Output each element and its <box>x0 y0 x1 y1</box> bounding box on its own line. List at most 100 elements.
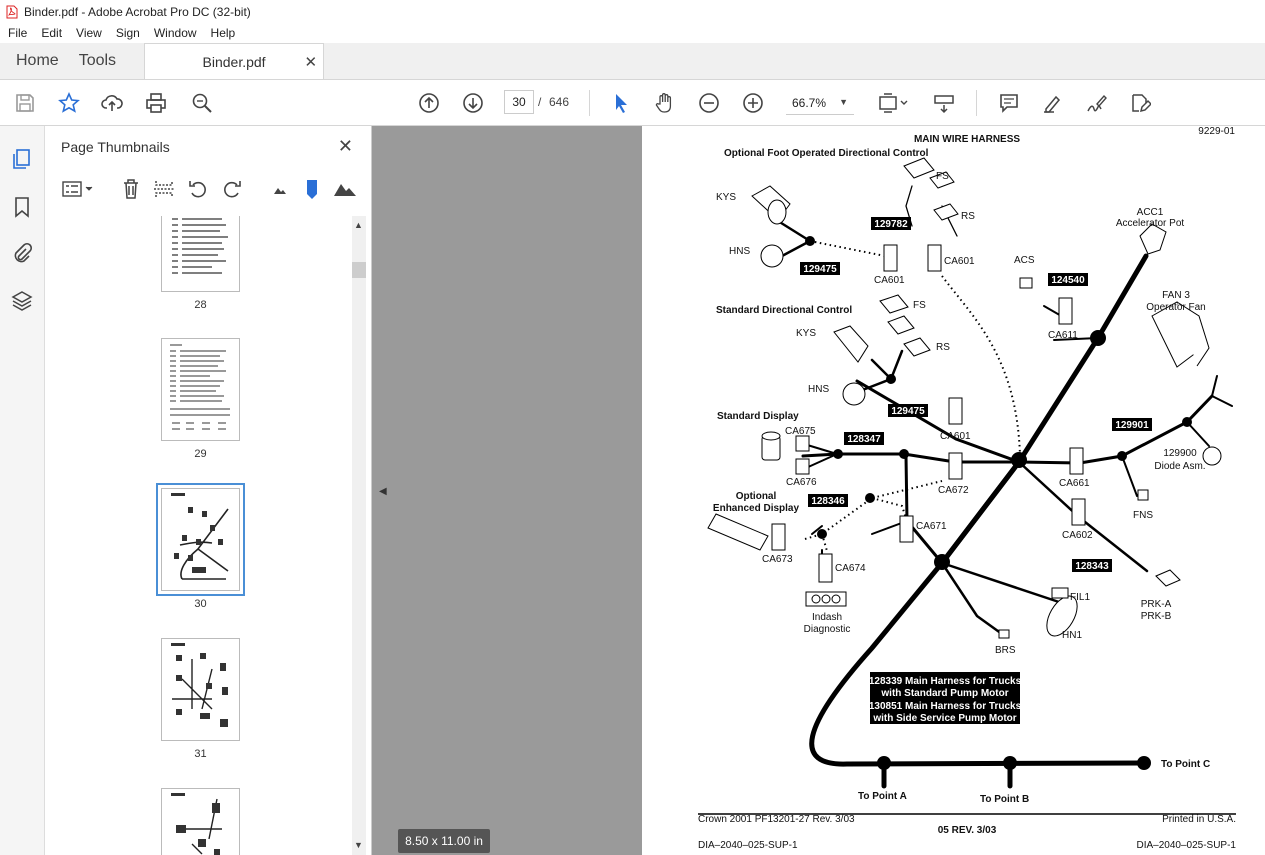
chevron-down-icon: ▼ <box>839 97 848 107</box>
edit-pdf-icon[interactable] <box>1128 91 1152 115</box>
scroll-down-icon[interactable]: ▼ <box>354 840 363 850</box>
acrobat-icon <box>6 5 18 18</box>
thumbnail-page-selected[interactable] <box>156 483 245 596</box>
zoom-out-icon[interactable] <box>697 91 721 115</box>
highlight-icon[interactable] <box>1040 91 1064 115</box>
layers-icon[interactable] <box>11 290 33 312</box>
thumbnail-content <box>172 218 228 274</box>
label: To Point A <box>858 791 907 802</box>
menu-sign[interactable]: Sign <box>115 26 140 40</box>
label: Optional <box>736 491 777 502</box>
select-cursor-icon[interactable] <box>609 91 633 115</box>
zoom-in-icon[interactable] <box>741 91 765 115</box>
hand-icon[interactable] <box>653 91 677 115</box>
zoom-select[interactable]: 66.7% ▼ <box>786 91 854 115</box>
collapse-panel-icon[interactable]: ◀ <box>379 486 387 497</box>
menu-edit[interactable]: Edit <box>41 26 63 40</box>
toolbar: 30 / 646 66.7% ▼ <box>0 80 1265 126</box>
rotate-left-icon[interactable] <box>187 178 209 200</box>
bookmark-icon[interactable] <box>11 196 33 218</box>
page-down-icon[interactable] <box>461 91 485 115</box>
rotate-right-icon[interactable] <box>221 178 243 200</box>
page-up-icon[interactable] <box>417 91 441 115</box>
label: ACC1 <box>1137 207 1164 218</box>
sign-icon[interactable] <box>1084 91 1108 115</box>
thumbnail-label: 29 <box>194 448 207 460</box>
fit-page-icon[interactable] <box>876 91 912 115</box>
label: KYS <box>716 192 736 203</box>
menu-file[interactable]: File <box>8 26 28 40</box>
label: Standard Directional Control <box>716 305 852 316</box>
left-rail <box>0 126 45 855</box>
thumbnail-page[interactable] <box>161 788 240 855</box>
label: Diagnostic <box>804 624 851 635</box>
label: CA674 <box>835 563 866 574</box>
upload-icon[interactable] <box>100 91 124 115</box>
label: BRS <box>995 645 1016 656</box>
thumbnail-page[interactable] <box>161 216 240 292</box>
page-thumbnails-icon[interactable] <box>11 148 33 170</box>
label: Accelerator Pot <box>1116 218 1185 229</box>
thumbnail-large-icon[interactable] <box>333 178 357 200</box>
thumbnail-page[interactable] <box>161 338 240 441</box>
zoom-value: 66.7% <box>792 95 827 110</box>
harness-note-line: 128339 Main Harness for Trucks <box>869 676 1022 687</box>
part-label: 129475 <box>803 264 837 275</box>
tab-tools[interactable]: Tools <box>78 52 117 69</box>
scrollbar-thumb[interactable] <box>352 262 366 278</box>
tab-document[interactable]: Binder.pdf ✕ <box>144 43 325 79</box>
close-tab-icon[interactable]: ✕ <box>304 54 318 71</box>
label: PRK-B <box>1141 611 1172 622</box>
label: KYS <box>796 328 816 339</box>
menu-bar: File Edit View Sign Window Help <box>0 23 1265 43</box>
label: RS <box>961 211 975 222</box>
harness-note-line: with Standard Pump Motor <box>880 688 1008 699</box>
thumbnail-content <box>171 643 228 727</box>
options-menu-icon[interactable] <box>61 178 97 200</box>
save-icon[interactable] <box>13 91 37 115</box>
document-canvas <box>372 126 642 855</box>
part-label: 128343 <box>1075 561 1109 572</box>
page-size-badge: 8.50 x 11.00 in <box>398 829 490 853</box>
page-number-input[interactable]: 30 <box>504 90 534 114</box>
attachment-icon[interactable] <box>11 242 33 264</box>
thumbnail-slider-icon[interactable] <box>303 178 321 200</box>
label: HNS <box>729 246 750 257</box>
thumbnail-content <box>171 493 229 580</box>
zoom-search-icon[interactable] <box>190 91 214 115</box>
delete-icon[interactable] <box>120 178 142 200</box>
scroll-mode-icon[interactable] <box>932 91 956 115</box>
close-panel-icon[interactable]: ✕ <box>337 136 353 156</box>
document-page: MAIN WIRE HARNESS 9229-01 <box>642 126 1265 855</box>
star-icon[interactable] <box>57 91 81 115</box>
label: CA602 <box>1062 530 1093 541</box>
thumbnail-small-icon[interactable] <box>271 178 289 200</box>
label: CA676 <box>786 477 817 488</box>
label: CA601 <box>940 431 971 442</box>
label: Standard Display <box>717 411 799 422</box>
comment-icon[interactable] <box>997 91 1021 115</box>
tab-home[interactable]: Home <box>16 52 59 69</box>
print-icon[interactable] <box>144 91 168 115</box>
label: Indash <box>812 612 842 623</box>
label: CA601 <box>944 256 975 267</box>
menu-view[interactable]: View <box>76 26 102 40</box>
thumbnail-page[interactable] <box>161 638 240 741</box>
menu-window[interactable]: Window <box>153 26 197 40</box>
thumbnail-label: 28 <box>194 299 207 311</box>
thumbnail-scrollbar[interactable]: ▲ ▼ <box>352 216 366 855</box>
footer-printed: Printed in U.S.A. <box>1162 814 1236 825</box>
menu-help[interactable]: Help <box>210 26 236 40</box>
label: FNS <box>1133 510 1153 521</box>
label: FAN 3 <box>1162 290 1190 301</box>
part-label: 129475 <box>891 406 925 417</box>
scroll-up-icon[interactable]: ▲ <box>354 220 363 230</box>
label: CA675 <box>785 426 816 437</box>
harness-note-line: with Side Service Pump Motor <box>872 713 1016 724</box>
panel-title: Page Thumbnails <box>61 139 170 155</box>
thumbnail-content <box>170 344 230 430</box>
extract-icon[interactable] <box>153 178 175 200</box>
footer-doc-left: DIA–2040–025-SUP-1 <box>698 840 798 851</box>
page-separator: / <box>538 95 542 109</box>
label: ACS <box>1014 255 1035 266</box>
